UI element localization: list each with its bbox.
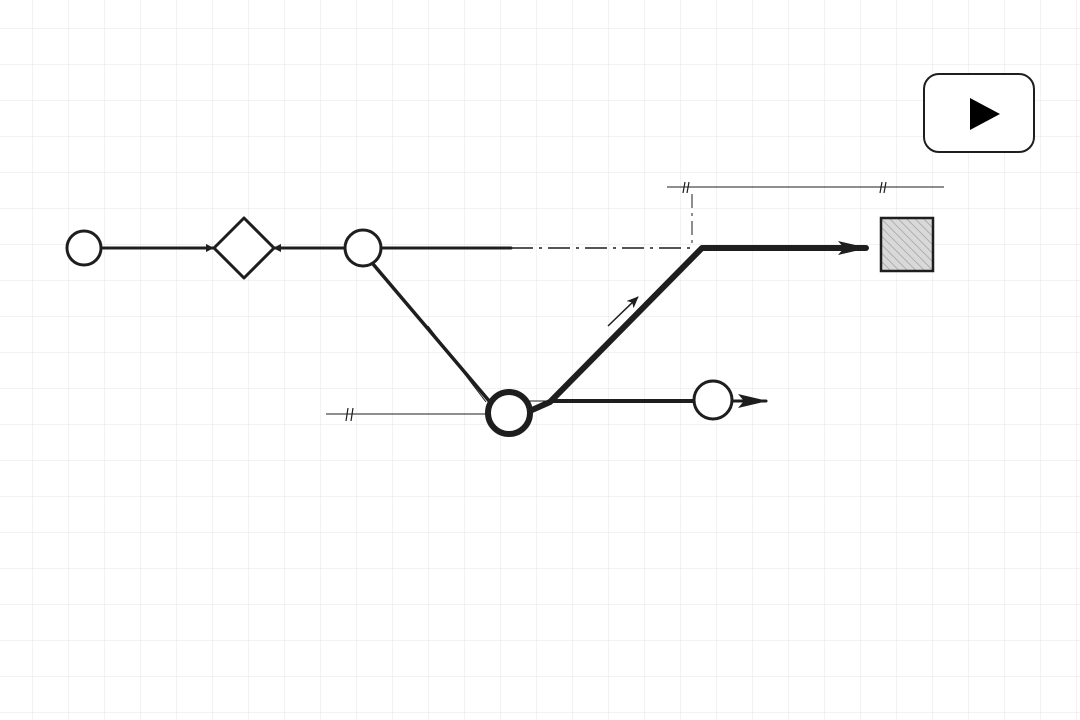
direction-indicator bbox=[607, 296, 639, 327]
bottom-dimension-tick-2 bbox=[350, 407, 354, 422]
edge-junction-hub bbox=[371, 262, 492, 404]
tick-start-decision bbox=[206, 244, 214, 252]
junction-node[interactable] bbox=[343, 228, 383, 268]
top-dimension-tick-left bbox=[682, 181, 686, 194]
top-dimension-tick-left-2 bbox=[686, 181, 690, 194]
decision-node[interactable] bbox=[212, 216, 276, 280]
terminal-node[interactable] bbox=[692, 379, 734, 421]
bottom-dimension-tick bbox=[345, 407, 349, 422]
play-icon bbox=[970, 98, 1000, 130]
top-dimension-tick-right-2 bbox=[883, 181, 887, 194]
tick-decision-junction bbox=[273, 244, 281, 252]
connector-ticks bbox=[206, 244, 281, 252]
edges bbox=[100, 241, 869, 413]
edge-hub-target bbox=[529, 241, 869, 413]
hub-node[interactable] bbox=[485, 389, 533, 437]
play-button[interactable] bbox=[923, 73, 1035, 153]
nodes bbox=[65, 216, 935, 437]
start-node[interactable] bbox=[65, 229, 103, 267]
top-dimension-tick-right bbox=[879, 181, 883, 194]
target-node[interactable] bbox=[879, 216, 935, 273]
